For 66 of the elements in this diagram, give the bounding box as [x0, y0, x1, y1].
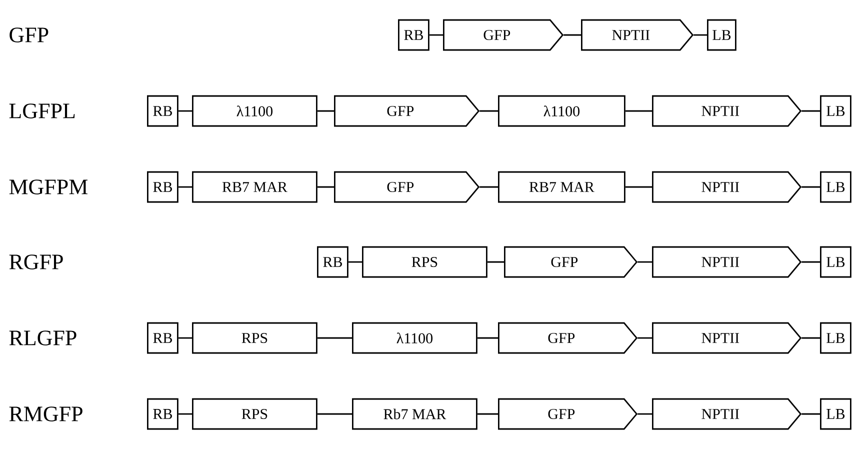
- arrow-shaped-box: NPTII: [652, 246, 802, 278]
- arrow-shaped-box: GFP: [443, 19, 564, 51]
- connector-line: [317, 337, 352, 339]
- connector-line: [625, 110, 652, 112]
- element-box: RPS: [192, 398, 318, 430]
- connector-line: [178, 110, 192, 112]
- element-box: λ1100: [498, 95, 626, 127]
- construct-name: LGFPL: [9, 104, 75, 118]
- construct-name: GFP: [10, 28, 48, 42]
- element-box: λ1100: [352, 322, 478, 354]
- connector-line: [638, 261, 652, 263]
- construct-name: RLGFP: [9, 330, 76, 346]
- connector-line: [625, 186, 652, 188]
- arrow-shaped-box: NPTII: [581, 19, 694, 51]
- construct-name: RGFP: [9, 254, 63, 270]
- arrow-shaped-box: NPTII: [652, 322, 802, 354]
- arrow-shaped-box: NPTII: [652, 95, 802, 127]
- arrow-shaped-box: GFP: [498, 322, 638, 354]
- connector-line: [802, 110, 820, 112]
- connector-line: [564, 34, 581, 36]
- connector-line: [317, 186, 334, 188]
- connector-line: [802, 337, 820, 339]
- connector-line: [477, 413, 498, 415]
- connector-line: [429, 34, 443, 36]
- connector-line: [802, 413, 820, 415]
- connector-line: [638, 337, 652, 339]
- connector-line: [480, 186, 498, 188]
- element-box: LB: [820, 246, 852, 278]
- element-box: RB: [147, 95, 178, 127]
- element-box: RB7 MAR: [192, 171, 318, 203]
- element-box: RPS: [362, 246, 488, 278]
- connector-line: [178, 337, 192, 339]
- element-box: λ1100: [192, 95, 318, 127]
- arrow-shaped-box: NPTII: [652, 171, 802, 203]
- connector-line: [480, 110, 498, 112]
- element-box: RB: [147, 322, 178, 354]
- element-box: RB: [147, 398, 178, 430]
- connector-line: [317, 110, 334, 112]
- element-box: RB: [317, 246, 348, 278]
- connector-line: [694, 34, 707, 36]
- connector-line: [317, 413, 352, 415]
- element-box: RB: [147, 171, 178, 203]
- connector-line: [802, 261, 820, 263]
- arrow-shaped-box: GFP: [504, 246, 638, 278]
- element-box: RB: [398, 19, 430, 51]
- construct-name: RMGFP: [9, 406, 82, 422]
- element-box: Rb7 MAR: [352, 398, 478, 430]
- element-box: LB: [707, 19, 736, 51]
- arrow-shaped-box: GFP: [498, 398, 638, 430]
- connector-line: [477, 337, 498, 339]
- arrow-shaped-box: GFP: [334, 171, 480, 203]
- element-box: LB: [820, 322, 852, 354]
- element-box: RB7 MAR: [498, 171, 626, 203]
- connector-line: [802, 186, 820, 188]
- element-box: LB: [820, 171, 852, 203]
- connector-line: [178, 186, 192, 188]
- connector-line: [178, 413, 192, 415]
- construct-name: MGFPM: [9, 180, 88, 194]
- connector-line: [487, 261, 504, 263]
- element-box: LB: [820, 398, 852, 430]
- element-box: LB: [820, 95, 852, 127]
- connector-line: [638, 413, 652, 415]
- arrow-shaped-box: GFP: [334, 95, 480, 127]
- connector-line: [348, 261, 362, 263]
- arrow-shaped-box: NPTII: [652, 398, 802, 430]
- element-box: RPS: [192, 322, 318, 354]
